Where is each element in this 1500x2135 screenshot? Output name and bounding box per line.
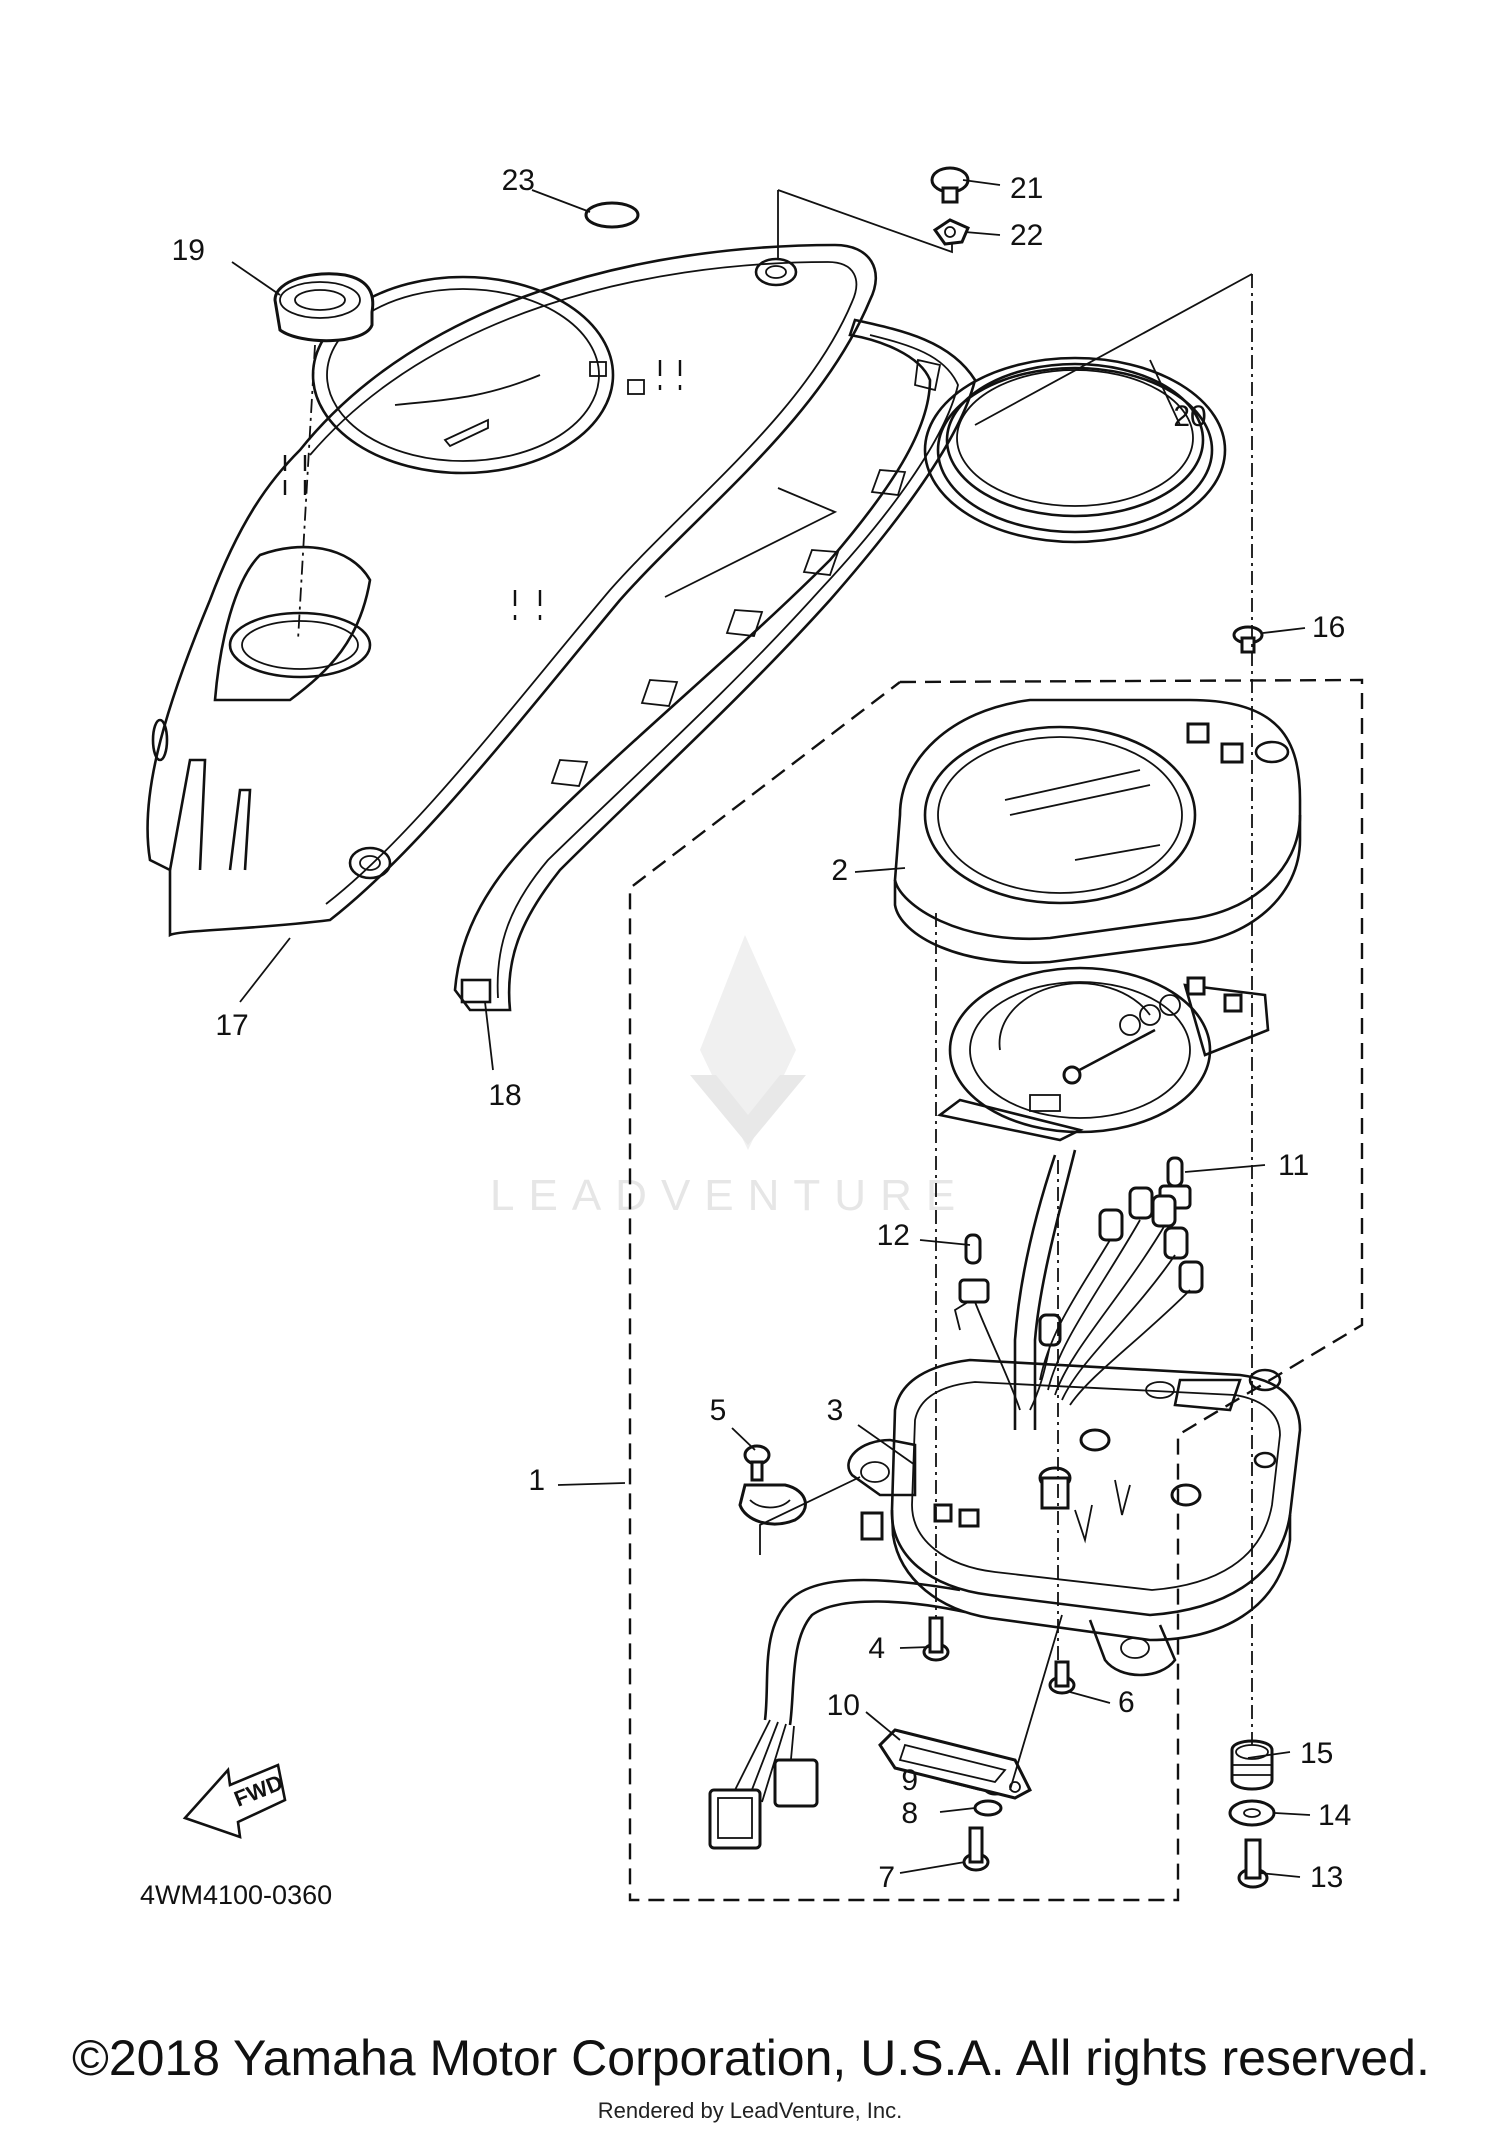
callout-15: 15	[1300, 1737, 1333, 1770]
part-5-clamp	[738, 1483, 807, 1526]
fwd-arrow-icon: FWD	[182, 1763, 287, 1839]
rendered-by-credit: Rendered by LeadVenture, Inc.	[598, 2098, 903, 2123]
fwd-label: FWD	[231, 1770, 287, 1812]
part-23-emblem	[584, 201, 640, 229]
callout-20: 20	[1173, 400, 1206, 433]
callout-labels: 23 19 21 22 20 16 2 17 18 11 12 5 3 1 4 …	[172, 164, 1352, 1894]
part-14-collar	[1228, 1799, 1276, 1827]
part-4-screw	[922, 1616, 950, 1662]
callout-17: 17	[215, 1009, 248, 1042]
part-7-screw	[962, 1826, 990, 1872]
wiring-harness	[974, 1149, 1191, 1430]
part-10-plate	[878, 1728, 1032, 1800]
watermark: LEADVENTURE	[490, 935, 969, 1220]
bulb-sockets	[1038, 1186, 1204, 1347]
callout-12: 12	[877, 1219, 910, 1252]
part-19-grommet	[273, 272, 375, 343]
part-16-collar	[1232, 625, 1264, 654]
part-21-screw	[930, 166, 970, 204]
part-8-washer	[973, 1799, 1003, 1817]
part-5-screw	[743, 1444, 771, 1482]
callout-10: 10	[827, 1689, 860, 1722]
meter-dial-assembly	[936, 966, 1270, 1142]
callout-6: 6	[1118, 1686, 1135, 1719]
main-cable-connectors	[708, 1578, 966, 1850]
callout-16: 16	[1312, 611, 1345, 644]
part-22-nut	[932, 218, 970, 246]
callout-21: 21	[1010, 172, 1043, 205]
alignment-lines	[297, 189, 1253, 1791]
callout-9: 9	[901, 1764, 918, 1797]
callout-4: 4	[868, 1632, 885, 1665]
part-20-bezel-ring	[923, 356, 1227, 544]
part-13-screw	[1237, 1838, 1269, 1889]
part-15-damper	[1230, 1739, 1274, 1791]
part-18-molding	[453, 318, 977, 1012]
part-2-meter-housing	[893, 698, 1302, 965]
leader-lines	[231, 179, 1311, 1878]
callout-2: 2	[831, 854, 848, 887]
diagram-code: 4WM4100-0360	[140, 1880, 332, 1910]
part-12-bulb	[953, 1233, 990, 1331]
copyright-notice: ©2018 Yamaha Motor Corporation, U.S.A. A…	[72, 2030, 1430, 2086]
callout-8: 8	[901, 1797, 918, 1830]
callout-23: 23	[502, 164, 535, 197]
part-6-screw	[1048, 1660, 1076, 1695]
callout-22: 22	[1010, 219, 1043, 252]
watermark-text: LEADVENTURE	[490, 1171, 969, 1220]
callout-5: 5	[710, 1394, 727, 1427]
assembly-boundary	[628, 678, 1364, 1902]
part-17-meter-cover	[146, 243, 877, 938]
callout-11: 11	[1278, 1149, 1309, 1182]
callout-19: 19	[172, 234, 205, 267]
callout-3: 3	[827, 1394, 844, 1427]
part-3-meter-case	[847, 1358, 1302, 1677]
callout-18: 18	[488, 1079, 521, 1112]
callout-14: 14	[1318, 1799, 1351, 1832]
callout-13: 13	[1310, 1861, 1343, 1894]
callout-7: 7	[878, 1861, 895, 1894]
callout-1: 1	[528, 1464, 545, 1497]
